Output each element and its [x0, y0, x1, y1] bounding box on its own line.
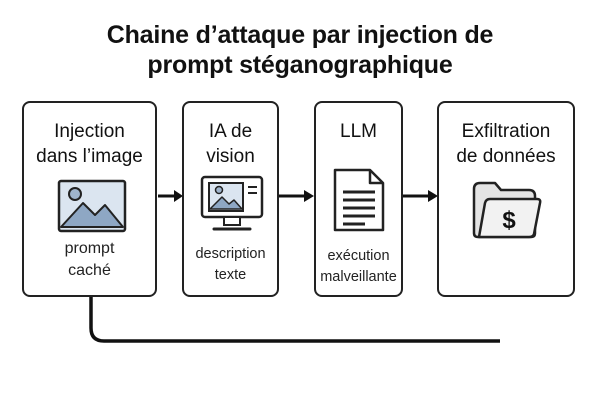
step-box-exfiltration: Exfiltration de données $	[437, 101, 575, 297]
step-description-line: malveillante	[320, 269, 397, 285]
svg-text:$: $	[502, 207, 516, 234]
arrow-right-icon	[279, 190, 314, 202]
document-icon	[333, 168, 385, 232]
title-line-2: prompt stéganographique	[147, 51, 453, 79]
step-box-vision-ai: IA de vision description texte	[182, 101, 279, 297]
diagram-title: Chaine d’attaque par injection de prompt…	[0, 20, 600, 80]
step-description-line: description	[195, 246, 266, 262]
step-description: exécution malveillante	[316, 246, 401, 288]
step-description-line: caché	[68, 262, 111, 279]
step-label-line: Exfiltration	[461, 121, 551, 142]
step-description-line: prompt	[64, 240, 115, 257]
step-box-llm: LLM exécution malveillante	[314, 101, 403, 297]
step-description-line: texte	[214, 267, 247, 283]
title-line-1: Chaine d’attaque par injection de	[106, 21, 494, 49]
step-label-line: LLM	[340, 121, 377, 142]
step-label: Exfiltration de données	[439, 119, 573, 169]
step-label: Injection dans l’image	[24, 119, 155, 169]
step-description: prompt caché	[24, 238, 155, 282]
step-label: LLM	[316, 119, 401, 144]
monitor-image-icon	[200, 175, 264, 231]
arrow-right-icon	[158, 190, 183, 202]
step-label-line: de données	[456, 146, 556, 167]
step-description-line: exécution	[327, 248, 390, 264]
step-description: description texte	[184, 244, 277, 286]
step-label-line: IA de	[208, 121, 253, 142]
step-box-injection: Injection dans l’image prompt caché	[22, 101, 157, 297]
folder-dollar-icon: $	[472, 181, 542, 239]
step-label-line: Injection	[54, 121, 125, 142]
image-icon	[57, 179, 127, 233]
step-label: IA de vision	[184, 119, 277, 169]
step-label-line: vision	[206, 146, 255, 167]
arrow-right-icon	[403, 190, 438, 202]
step-label-line: dans l’image	[36, 146, 143, 167]
